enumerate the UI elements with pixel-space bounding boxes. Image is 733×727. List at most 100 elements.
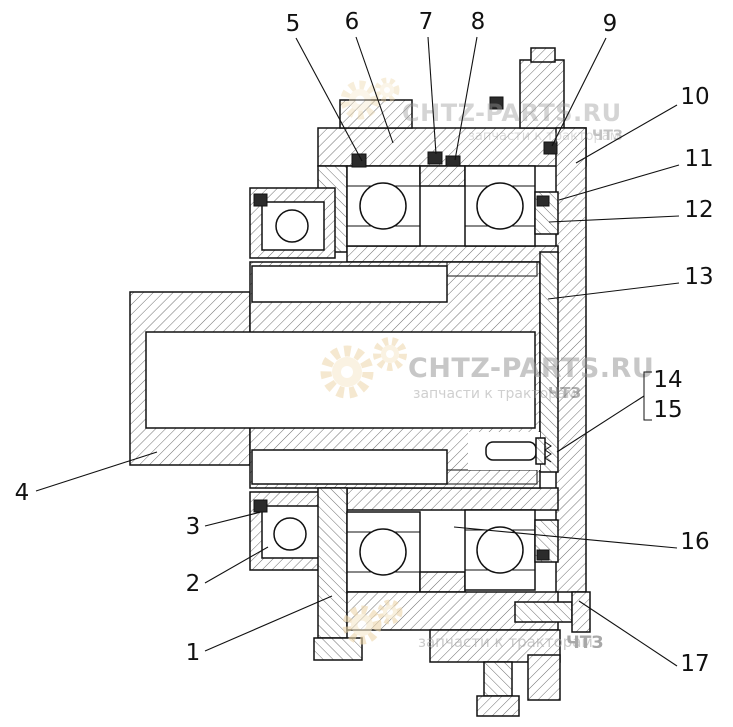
callout-8: 8 bbox=[454, 9, 485, 161]
right-cover-plate bbox=[555, 127, 587, 593]
leader-line bbox=[204, 546, 269, 584]
pilot-bearing-upper bbox=[249, 187, 336, 259]
leader-line bbox=[578, 600, 678, 667]
watermark-bottom: запчасти к тракторам ЧТЗ bbox=[342, 599, 603, 653]
cross-section-parts bbox=[129, 47, 591, 717]
lock-nut-tab bbox=[445, 155, 461, 167]
callout-10: 10 bbox=[575, 84, 710, 164]
callout-12: 12 bbox=[548, 197, 714, 223]
callout-label: 6 bbox=[345, 9, 360, 35]
lower-left-cover bbox=[313, 487, 363, 661]
spline-gap-upper bbox=[251, 265, 448, 303]
ball-bearing bbox=[273, 517, 307, 551]
callout-11: 11 bbox=[558, 146, 714, 201]
callout-4: 4 bbox=[15, 451, 158, 506]
callout-3: 3 bbox=[186, 511, 262, 540]
leader-line bbox=[547, 282, 680, 300]
spring-washer bbox=[544, 441, 552, 463]
lock-pin-assembly bbox=[468, 432, 552, 470]
bottom-bolt bbox=[476, 661, 520, 717]
lock-washer-tab bbox=[427, 151, 443, 165]
leader-line bbox=[558, 164, 680, 201]
callout-label: 15 bbox=[653, 397, 682, 423]
retainer-ring bbox=[539, 251, 559, 473]
lower-right-seal bbox=[534, 519, 559, 563]
callouts: 1 2 3 4 5 6 7 8 bbox=[15, 9, 714, 677]
spline-gap-lower bbox=[251, 449, 448, 485]
callout-label: 3 bbox=[186, 514, 201, 540]
side-bolt bbox=[514, 591, 591, 633]
leader-line bbox=[295, 37, 363, 162]
callout-label: 9 bbox=[603, 11, 618, 37]
callout-label: 16 bbox=[680, 529, 709, 555]
watermark-tagline: запчасти к тракторам bbox=[418, 633, 593, 651]
callout-5: 5 bbox=[286, 11, 363, 162]
callout-label: 7 bbox=[419, 9, 434, 35]
gear-icon bbox=[374, 77, 400, 103]
seal-ring-top-flange bbox=[489, 96, 504, 110]
leader-line bbox=[548, 215, 680, 223]
callout-label: 17 bbox=[680, 651, 709, 677]
watermark-brand: CHTZ-PARTS.RU bbox=[402, 99, 622, 127]
watermark-top: CHTZ-PARTS.RU запчасти к тракторам ЧТЗ bbox=[340, 77, 623, 144]
callout-13: 13 bbox=[547, 264, 714, 300]
callout-label: 2 bbox=[186, 571, 201, 597]
leader-line bbox=[204, 511, 262, 527]
watermark-brand-short: ЧТЗ bbox=[592, 128, 623, 144]
leader-line bbox=[355, 36, 394, 144]
thread-section-upper bbox=[446, 261, 538, 277]
ball-bearing bbox=[275, 209, 309, 243]
leader-line bbox=[551, 37, 607, 147]
ball-bearing bbox=[359, 528, 407, 576]
upper-bearing-right bbox=[464, 165, 536, 247]
lower-bearing-left bbox=[346, 511, 421, 593]
callout-label: 4 bbox=[15, 480, 30, 506]
seal-ring-upper-right bbox=[543, 141, 558, 155]
callout-14-15: 14 15 bbox=[556, 367, 683, 453]
callout-7: 7 bbox=[419, 9, 437, 155]
watermark-brand-short: ЧТЗ bbox=[548, 384, 581, 402]
callout-17: 17 bbox=[578, 600, 710, 677]
bearing-spacer-upper bbox=[419, 165, 466, 187]
hub-and-shaft bbox=[129, 251, 559, 489]
bearing-spacer-lower bbox=[419, 571, 466, 593]
bottom-housing bbox=[346, 591, 561, 701]
seal-ring-upper-left bbox=[351, 153, 367, 168]
bearing-seat-upper bbox=[346, 245, 559, 263]
upper-bearing-left bbox=[346, 165, 421, 247]
leader-line bbox=[453, 526, 678, 549]
ball-bearing bbox=[476, 182, 524, 230]
bolt-head bbox=[476, 695, 520, 717]
callout-label: 10 bbox=[680, 84, 709, 110]
seal-ring bbox=[253, 499, 268, 513]
callout-label: 11 bbox=[684, 146, 713, 172]
leader-line bbox=[35, 451, 158, 492]
callout-label: 14 bbox=[653, 367, 682, 393]
callout-label: 5 bbox=[286, 11, 301, 37]
callout-1: 1 bbox=[186, 595, 333, 666]
ball-bearing bbox=[476, 526, 524, 574]
watermark-tagline: запчасти к тракторам bbox=[468, 129, 620, 144]
callout-9: 9 bbox=[551, 11, 618, 147]
gear-icon bbox=[340, 80, 380, 120]
callout-label: 1 bbox=[186, 640, 201, 666]
leader-line bbox=[204, 595, 333, 652]
watermark-center: CHTZ-PARTS.RU запчасти к тракторам ЧТЗ bbox=[320, 337, 654, 402]
upper-right-seal bbox=[534, 191, 559, 235]
leader-line bbox=[454, 36, 478, 161]
bearing-seat-lower bbox=[346, 487, 559, 511]
callout-label: 12 bbox=[684, 197, 713, 223]
lower-bearing-right bbox=[464, 509, 536, 591]
callout-label: 13 bbox=[684, 264, 713, 290]
gear-icon bbox=[320, 345, 374, 399]
callout-6: 6 bbox=[345, 9, 394, 144]
gear-icon bbox=[377, 599, 403, 625]
leader-line bbox=[575, 104, 678, 164]
ball-bearing bbox=[359, 182, 407, 230]
gear-icon bbox=[342, 605, 382, 645]
gear-icon bbox=[373, 337, 407, 371]
leader-line bbox=[556, 395, 645, 453]
watermark-brand: CHTZ-PARTS.RU bbox=[408, 353, 654, 384]
